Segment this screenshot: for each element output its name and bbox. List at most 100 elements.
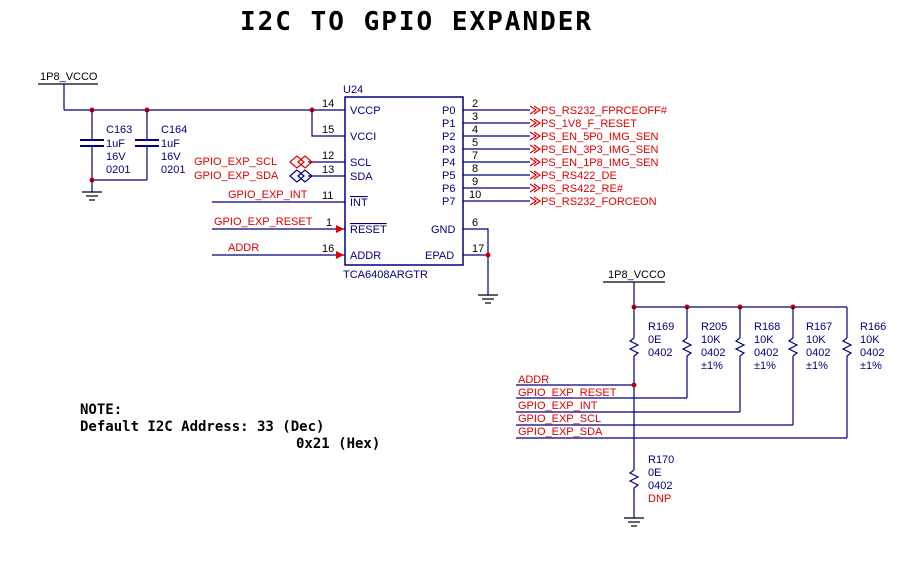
net-p2: PS_EN_5P0_IMG_SEN	[541, 131, 658, 143]
r166-tol: ±1%	[860, 360, 882, 372]
resistor-r205	[681, 307, 693, 398]
net-p6: PS_RS422_RE#	[541, 183, 624, 195]
ic-part: TCA6408ARGTR	[343, 269, 428, 281]
resistor-r168	[734, 307, 746, 412]
r168-package: 0402	[754, 347, 778, 359]
net-p7: PS_RS232_FORCEON	[541, 196, 657, 208]
pin-num: 11	[322, 190, 333, 202]
c163-value: 1uF	[106, 138, 125, 150]
pin-name-p6: P6	[442, 183, 455, 195]
net-p4: PS_EN_1P8_IMG_SEN	[541, 157, 658, 169]
r167-ref: R167	[806, 321, 832, 333]
pin-name-p0: P0	[442, 105, 455, 117]
note-line1: Default I2C Address: 33 (Dec)	[80, 419, 324, 435]
pin-num: 4	[472, 124, 478, 136]
net-addr: ADDR	[228, 242, 259, 254]
net-p3: PS_EN_3P3_IMG_SEN	[541, 144, 658, 156]
power-label-left: 1P8_VCCO	[40, 71, 98, 83]
pin-name-gnd: GND	[431, 224, 456, 236]
pin-name-p4: P4	[442, 157, 455, 169]
ic-ref: U24	[343, 84, 363, 96]
pin-num: 1	[326, 217, 332, 229]
r170-package: 0402	[648, 480, 672, 492]
pullup-label-scl: GPIO_EXP_SCL	[518, 413, 601, 425]
r168-value: 10K	[754, 334, 774, 346]
r167-value: 10K	[806, 334, 826, 346]
pin-name-p1: P1	[442, 118, 455, 130]
pin-name-epad: EPAD	[425, 250, 454, 262]
pin-name-int: INT	[350, 197, 368, 209]
r169-value: 0E	[648, 334, 661, 346]
c164-voltage: 16V	[161, 151, 181, 163]
r168-tol: ±1%	[754, 360, 776, 372]
r170-value: 0E	[648, 467, 661, 479]
pin-name-p7: P7	[442, 196, 455, 208]
r167-tol: ±1%	[806, 360, 828, 372]
pin-num: 5	[472, 137, 478, 149]
resistor-r169	[628, 307, 640, 470]
pin-num: 13	[322, 164, 334, 176]
pin-name-p2: P2	[442, 131, 455, 143]
c164-ref: C164	[161, 124, 187, 136]
r169-ref: R169	[648, 321, 674, 333]
ground-symbol	[478, 294, 498, 304]
junction-dot	[631, 382, 637, 388]
net-p1: PS_1V8_F_RESET	[541, 118, 637, 130]
reset-arrow	[336, 225, 344, 233]
pin-num: 16	[322, 243, 334, 255]
output-flags	[529, 105, 542, 206]
junction-dot	[485, 252, 491, 258]
scl-bidir-flag	[289, 155, 313, 169]
pin-name-sda: SDA	[350, 171, 373, 183]
ground-symbol	[624, 517, 644, 527]
resistor-r167	[787, 307, 799, 425]
pullup-label-sda: GPIO_EXP_SDA	[518, 426, 603, 438]
r168-ref: R168	[754, 321, 780, 333]
r167-package: 0402	[806, 347, 830, 359]
c164-package: 0201	[161, 164, 185, 176]
pin-name-p3: P3	[442, 144, 455, 156]
vcci-wire	[311, 110, 345, 137]
pin-num: 15	[322, 124, 334, 136]
output-wires	[463, 109, 530, 202]
pin-name-reset: RESET	[350, 224, 387, 236]
r170-dnp: DNP	[648, 493, 671, 505]
pin-name-vcci: VCCI	[350, 131, 376, 143]
pin-num: 9	[472, 176, 478, 188]
pin-name-vccp: VCCP	[350, 105, 381, 117]
r166-value: 10K	[860, 334, 880, 346]
r205-value: 10K	[701, 334, 721, 346]
resistor-r166	[841, 307, 853, 438]
net-reset: GPIO_EXP_RESET	[214, 216, 313, 228]
net-sda: GPIO_EXP_SDA	[194, 170, 279, 182]
r205-tol: ±1%	[701, 360, 723, 372]
pullup-label-addr: ADDR	[518, 374, 549, 386]
pullup-label-reset: GPIO_EXP_RESET	[518, 387, 617, 399]
pin-num: 10	[469, 189, 481, 201]
pin-num: 7	[472, 150, 478, 162]
sda-bidir-flag	[289, 169, 313, 183]
page-title: I2C TO GPIO EXPANDER	[240, 7, 593, 37]
c164-value: 1uF	[161, 138, 180, 150]
pin-num: 8	[472, 163, 478, 175]
pin-num: 6	[472, 217, 478, 229]
pin-num: 14	[322, 98, 334, 110]
r205-ref: R205	[701, 321, 727, 333]
note-line2: 0x21 (Hex)	[296, 436, 380, 452]
pin-name-scl: SCL	[350, 157, 371, 169]
r166-ref: R166	[860, 321, 886, 333]
pin-num: 12	[322, 150, 334, 162]
pin-num: 3	[472, 111, 478, 123]
r205-package: 0402	[701, 347, 725, 359]
c163-voltage: 16V	[106, 151, 126, 163]
note-heading: NOTE:	[80, 402, 122, 418]
r169-package: 0402	[648, 347, 672, 359]
pin-num: 17	[472, 243, 484, 255]
pin-name-p5: P5	[442, 170, 455, 182]
net-p0: PS_RS232_FPRCEOFF#	[541, 105, 668, 117]
net-p5: PS_RS422_DE	[541, 170, 617, 182]
pin-name-addr: ADDR	[350, 250, 381, 262]
addr-arrow	[336, 251, 344, 259]
c163-package: 0201	[106, 164, 130, 176]
